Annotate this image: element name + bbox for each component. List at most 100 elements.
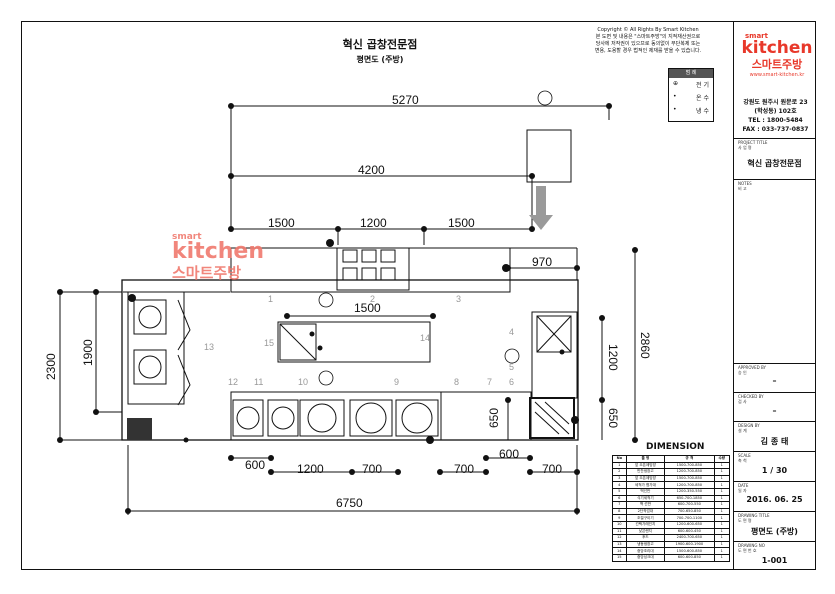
- water-tap-icon: [183, 437, 189, 443]
- notes-label: NOTES 비 고: [738, 181, 752, 191]
- sink-basin: [536, 315, 572, 353]
- table-cell: 600-700-550: [664, 501, 715, 509]
- dim-tick: [93, 409, 99, 415]
- table-header: No: [612, 455, 627, 463]
- drawing-title-label: DRAWING TITLE 도 면 명: [738, 513, 770, 523]
- watermark-big: kitchen: [172, 239, 264, 264]
- table-cell: 1500-600-850: [664, 547, 715, 555]
- center-island: [277, 321, 431, 363]
- tb-divider: [733, 541, 816, 542]
- approved-value: –: [772, 376, 777, 385]
- table-cell: 1: [713, 474, 731, 483]
- brand-logo: smart kitchen 스마트주방 www.smart-kitchen.kr: [741, 32, 813, 78]
- table-cell: 조절구이기: [625, 514, 666, 522]
- address-fax: FAX : 033-737-0837: [742, 126, 809, 133]
- item-number: 9: [394, 377, 399, 387]
- drawing-title-value: 평면도 (주방): [751, 527, 798, 536]
- table-cell: 600-600-850: [664, 553, 715, 562]
- dim-tick: [335, 226, 341, 232]
- table-cell: 1: [713, 520, 731, 529]
- dim-tick: [228, 455, 234, 461]
- dim-text: 4200: [358, 163, 385, 177]
- drawing-header: 혁신 곱창전문점 평면도 (주방): [300, 36, 460, 65]
- legend-label: 온 수: [696, 95, 709, 102]
- table-cell: 백 선반: [625, 501, 666, 509]
- legend-label: 냉 수: [696, 108, 709, 115]
- dim-tick: [421, 226, 427, 232]
- table-cell: 1200-700-850: [664, 468, 715, 476]
- dim-text: 600: [245, 458, 265, 472]
- dim-tick: [574, 508, 580, 514]
- dim-tick: [483, 455, 489, 461]
- watermark-small: smart: [172, 232, 202, 242]
- brand-korean: 스마트주방: [751, 58, 803, 71]
- fridge-fan: [138, 305, 162, 329]
- dim-tick: [228, 173, 234, 179]
- table-cell: 1: [713, 468, 731, 476]
- dim-tick: [228, 103, 234, 109]
- brand-small: smart: [745, 32, 768, 40]
- burner: [380, 249, 396, 263]
- table-cell: 8: [612, 507, 627, 516]
- dishwasher-rack: [534, 401, 570, 435]
- burner-ring: [236, 406, 260, 430]
- dishwasher-rack: [544, 401, 570, 425]
- work-table: [440, 391, 532, 441]
- table-header: 품 명: [625, 455, 666, 463]
- dim-text: 2860: [638, 332, 652, 359]
- dim-tick: [574, 265, 580, 271]
- grill-unit: [349, 399, 393, 437]
- table-cell: 백선반: [625, 487, 666, 496]
- water-tap-icon: [317, 345, 323, 351]
- electric-outlet-icon: [326, 239, 334, 247]
- legend-item: •냉 수: [669, 104, 713, 117]
- design-label: DESIGN BY 설 계: [738, 423, 760, 433]
- project-value: 혁신 곱창전문점: [747, 159, 802, 168]
- table-cell: 650-700-1850: [664, 494, 715, 503]
- table-cell: 1500-700-850: [664, 474, 715, 483]
- table-cell: 1: [713, 507, 731, 516]
- watermark-logo: smart kitchen 스마트주방: [172, 232, 272, 283]
- dim-text: 1900: [81, 339, 95, 366]
- entry-arrow-icon: [529, 186, 553, 230]
- dim-tick: [529, 173, 535, 179]
- item-number: 4: [509, 327, 514, 337]
- tb-divider: [733, 138, 816, 139]
- table-cell: 6: [612, 494, 627, 503]
- drain-grate: [127, 418, 152, 440]
- top-range: [336, 247, 410, 291]
- table-cell: 4: [612, 481, 627, 489]
- sink-line: [536, 315, 572, 353]
- table-cell: 3: [612, 474, 627, 483]
- dim-tick: [632, 437, 638, 443]
- item-number: 12: [228, 377, 238, 387]
- dim-tick: [529, 226, 535, 232]
- table-cell: 700-650-850: [664, 507, 715, 516]
- grill-ring: [355, 402, 387, 434]
- front-counter: [230, 247, 511, 293]
- scale-value: 1 / 30: [761, 466, 788, 475]
- table-cell: 식기세척기: [625, 494, 666, 503]
- table-cell: 15: [612, 553, 627, 562]
- dim-text: 6750: [336, 496, 363, 510]
- drawing-no-value: 1-001: [761, 556, 788, 565]
- dim-tick: [125, 508, 131, 514]
- table-cell: 600-600-450: [664, 527, 715, 536]
- table-cell: 1900-600-1900: [664, 540, 715, 549]
- sink-line: [279, 323, 317, 361]
- table-cell: 1: [713, 494, 731, 503]
- item-number: 7: [487, 377, 492, 387]
- dim-text: 1200: [297, 462, 324, 476]
- table-cell: 앞 오픈제빙방: [625, 474, 666, 483]
- dim-tick: [606, 103, 612, 109]
- person-icon: [504, 348, 520, 364]
- table-cell: 1: [713, 527, 731, 536]
